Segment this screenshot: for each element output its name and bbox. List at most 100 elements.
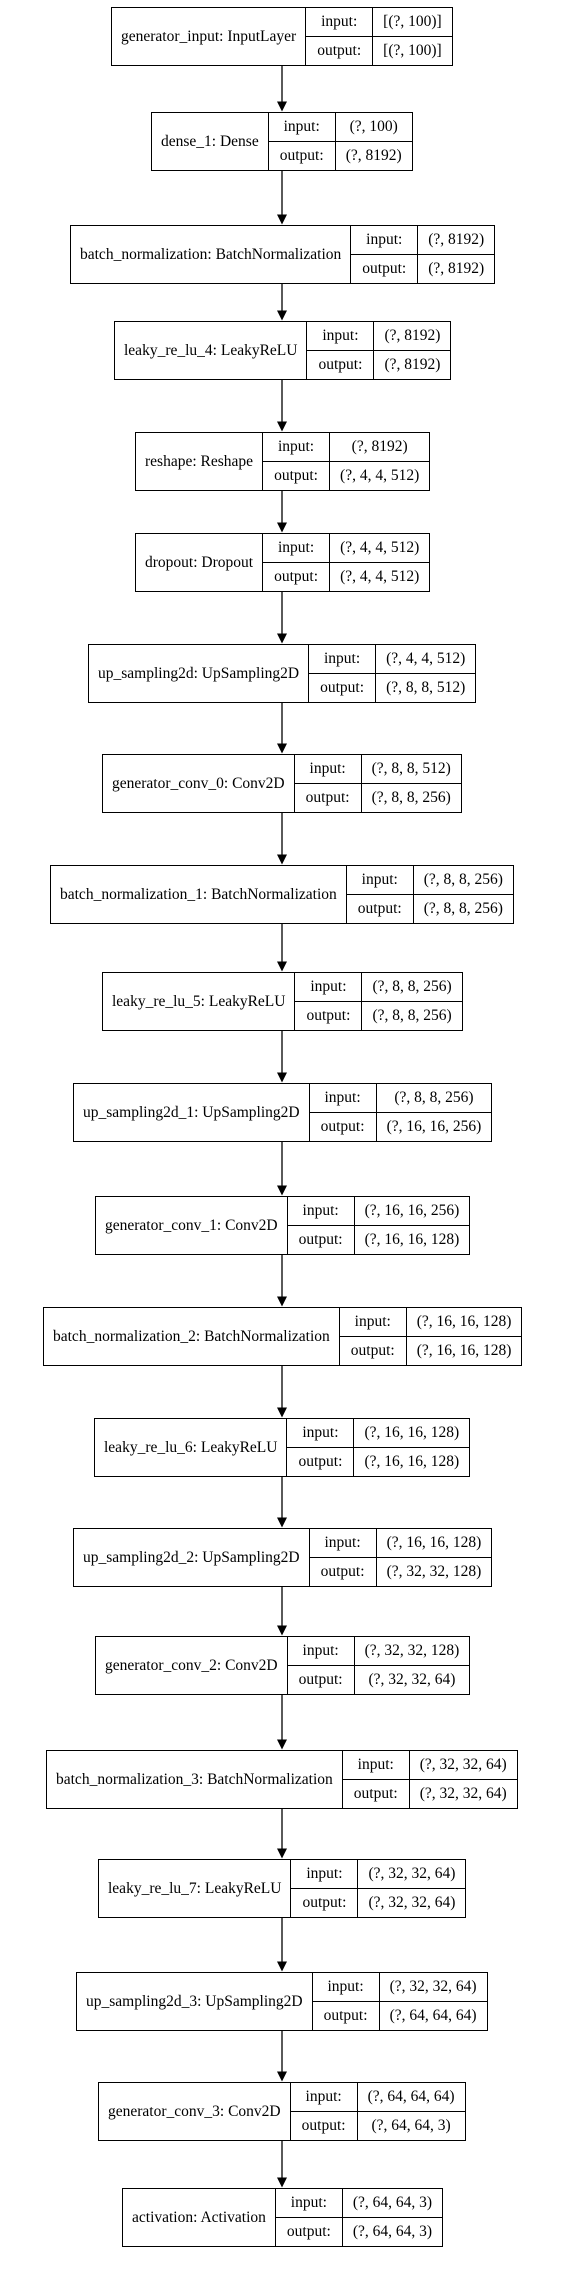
layer-name: up_sampling2d_3: UpSampling2D bbox=[76, 1972, 313, 2031]
output-label: output: bbox=[308, 1112, 377, 1142]
output-shape: (?, 8, 8, 256) bbox=[361, 1001, 463, 1031]
output-shape: (?, 32, 32, 64) bbox=[357, 1888, 467, 1918]
edge-arrow bbox=[277, 1141, 287, 1196]
input-label: input: bbox=[267, 112, 336, 142]
output-shape: (?, 4, 4, 512) bbox=[329, 461, 431, 491]
input-label: input: bbox=[262, 432, 331, 462]
output-shape: (?, 8192) bbox=[417, 254, 496, 284]
input-shape: (?, 8, 8, 256) bbox=[375, 1083, 493, 1113]
arrowhead bbox=[277, 1517, 287, 1528]
layer-name: leaky_re_lu_5: LeakyReLU bbox=[101, 972, 296, 1031]
arrowhead bbox=[277, 1296, 287, 1307]
output-shape: (?, 32, 32, 128) bbox=[375, 1557, 493, 1587]
edge-arrow bbox=[277, 170, 287, 225]
layer-name: generator_conv_3: Conv2D bbox=[98, 2082, 291, 2141]
input-shape: (?, 64, 64, 64) bbox=[356, 2082, 466, 2112]
edge-arrow bbox=[277, 2140, 287, 2188]
input-label: input: bbox=[338, 1307, 407, 1337]
layer-name: leaky_re_lu_4: LeakyReLU bbox=[113, 321, 308, 380]
input-shape: (?, 100) bbox=[334, 112, 413, 142]
arrowhead bbox=[277, 421, 287, 432]
input-shape: [(?, 100)] bbox=[372, 7, 453, 37]
edge-arrow bbox=[277, 2030, 287, 2082]
edge-arrow bbox=[277, 1694, 287, 1750]
input-label: input: bbox=[289, 2082, 358, 2112]
edge-arrow bbox=[277, 923, 287, 972]
output-shape: (?, 32, 32, 64) bbox=[408, 1779, 518, 1809]
output-shape: (?, 8, 8, 256) bbox=[412, 894, 514, 924]
layer-name: generator_conv_1: Conv2D bbox=[95, 1196, 288, 1255]
output-label: output: bbox=[267, 141, 336, 171]
output-shape: (?, 64, 64, 3) bbox=[356, 2111, 466, 2141]
layer-name: batch_normalization_1: BatchNormalizatio… bbox=[50, 865, 347, 924]
edge-arrow bbox=[277, 490, 287, 533]
output-label: output: bbox=[262, 562, 331, 592]
input-label: input: bbox=[294, 972, 363, 1002]
output-shape: (?, 64, 64, 3) bbox=[341, 2217, 444, 2247]
input-label: input: bbox=[308, 1528, 377, 1558]
input-label: input: bbox=[274, 2188, 343, 2218]
input-label: input: bbox=[306, 321, 375, 351]
input-shape: (?, 16, 16, 128) bbox=[375, 1528, 493, 1558]
arrowhead bbox=[277, 101, 287, 112]
output-shape: (?, 8, 8, 512) bbox=[375, 673, 477, 703]
edge-arrow bbox=[277, 1808, 287, 1859]
input-label: input: bbox=[308, 644, 377, 674]
arrowhead bbox=[277, 214, 287, 225]
edge-arrow bbox=[277, 65, 287, 112]
arrowhead bbox=[277, 2177, 287, 2188]
input-shape: (?, 8192) bbox=[329, 432, 431, 462]
layer-name: batch_normalization: BatchNormalization bbox=[69, 225, 352, 284]
input-shape: (?, 32, 32, 64) bbox=[408, 1750, 518, 1780]
edge-arrow bbox=[277, 1586, 287, 1636]
arrowhead bbox=[277, 743, 287, 754]
input-shape: (?, 8192) bbox=[373, 321, 452, 351]
layer-name: up_sampling2d: UpSampling2D bbox=[87, 644, 310, 703]
input-label: input: bbox=[286, 1418, 355, 1448]
layer-name: leaky_re_lu_7: LeakyReLU bbox=[97, 1859, 292, 1918]
input-shape: (?, 64, 64, 3) bbox=[341, 2188, 444, 2218]
layer-name: generator_conv_2: Conv2D bbox=[95, 1636, 288, 1695]
output-shape: (?, 16, 16, 128) bbox=[405, 1336, 523, 1366]
output-label: output: bbox=[293, 783, 362, 813]
arrowhead bbox=[277, 1739, 287, 1750]
output-shape: (?, 16, 16, 256) bbox=[375, 1112, 493, 1142]
output-shape: (?, 8, 8, 256) bbox=[360, 783, 462, 813]
output-label: output: bbox=[294, 1001, 363, 1031]
output-shape: (?, 4, 4, 512) bbox=[329, 562, 431, 592]
input-shape: (?, 32, 32, 128) bbox=[353, 1636, 471, 1666]
output-shape: (?, 16, 16, 128) bbox=[353, 1225, 471, 1255]
layer-node: batch_normalization_1: BatchNormalizatio… bbox=[50, 865, 514, 924]
input-label: input: bbox=[290, 1859, 359, 1889]
edge-arrow bbox=[277, 702, 287, 754]
edge-arrow bbox=[277, 1365, 287, 1418]
layer-name: batch_normalization_3: BatchNormalizatio… bbox=[46, 1750, 343, 1809]
input-label: input: bbox=[311, 1972, 380, 2002]
input-label: input: bbox=[293, 754, 362, 784]
arrowhead bbox=[277, 1407, 287, 1418]
output-shape: (?, 64, 64, 64) bbox=[378, 2001, 488, 2031]
edge-arrow bbox=[277, 1476, 287, 1528]
output-label: output: bbox=[305, 36, 374, 66]
output-label: output: bbox=[286, 1665, 355, 1695]
edge-arrow bbox=[277, 812, 287, 865]
arrowhead bbox=[277, 961, 287, 972]
edge-arrow bbox=[277, 379, 287, 432]
edge-arrow bbox=[277, 1917, 287, 1972]
arrowhead bbox=[277, 522, 287, 533]
arrowhead bbox=[277, 633, 287, 644]
arrowhead bbox=[277, 854, 287, 865]
edge-arrow bbox=[277, 283, 287, 321]
output-shape: (?, 16, 16, 128) bbox=[353, 1447, 471, 1477]
